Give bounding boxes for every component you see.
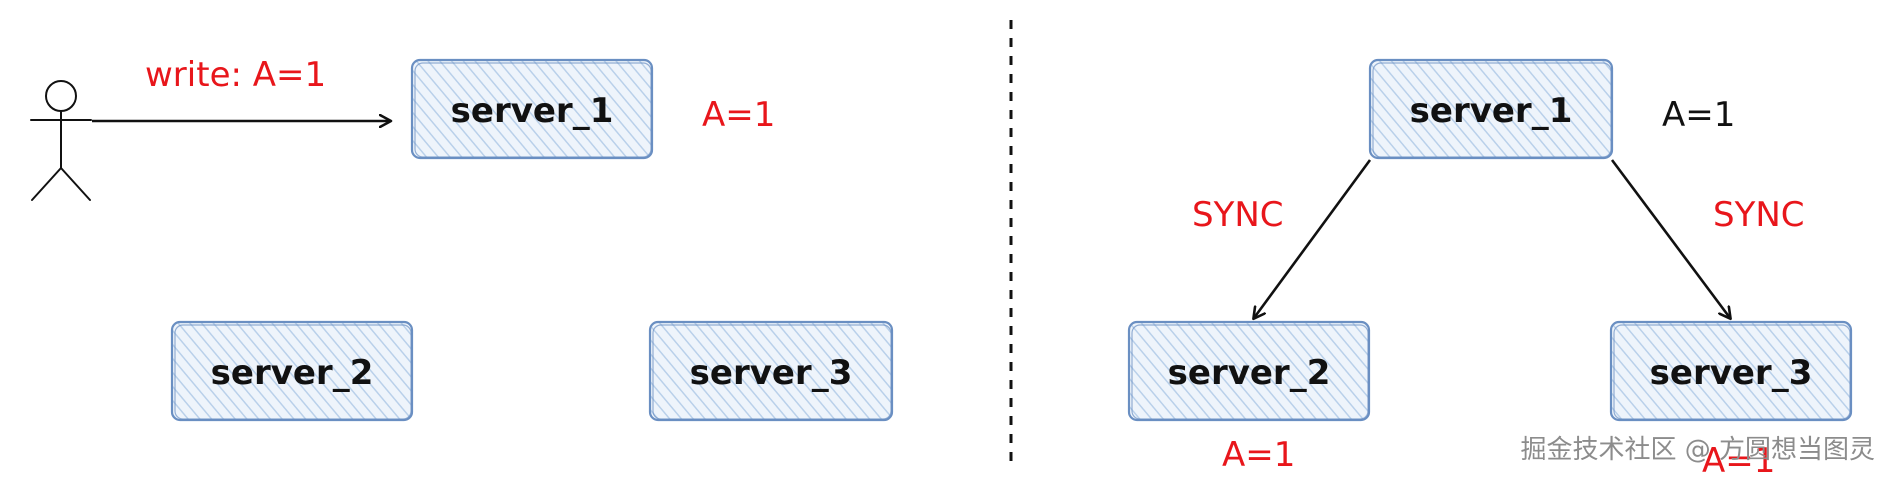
right-server-1-label: server_1: [1410, 91, 1573, 131]
sync-label-right: SYNC: [1713, 195, 1805, 235]
right-server-2-box: server_2: [1127, 320, 1371, 422]
right-server-3-value: A=1: [1702, 441, 1775, 480]
watermark-text: 掘金技术社区 @ 方圆想当图灵: [1520, 435, 1875, 465]
left-server-2-label: server_2: [211, 353, 374, 393]
sync-label-left: SYNC: [1192, 195, 1284, 235]
right-server-1-box: server_1: [1368, 58, 1614, 160]
left-server-1-label: server_1: [451, 91, 614, 131]
left-server-2-box: server_2: [170, 320, 414, 422]
sync-arrow-left: [1254, 159, 1372, 318]
right-server-2-label: server_2: [1168, 353, 1331, 393]
left-server-1-value: A=1: [702, 95, 775, 135]
right-server-3-box: server_3: [1609, 320, 1853, 422]
left-server-3-label: server_3: [690, 353, 853, 393]
left-server-3-box: server_3: [648, 320, 894, 422]
left-server-1-box: server_1: [410, 58, 654, 160]
right-panel: server_1 A=1 SYNC SYNC server_2 A=1 serv…: [1127, 58, 1853, 480]
left-panel: write: A=1 server_1 A=1 server_2 server_…: [30, 55, 894, 422]
stick-figure-user-icon: [30, 80, 92, 201]
sync-arrow-right: [1610, 159, 1730, 318]
write-label: write: A=1: [145, 55, 326, 95]
right-server-1-value: A=1: [1662, 95, 1735, 135]
right-server-3-label: server_3: [1650, 353, 1813, 393]
right-server-2-value: A=1: [1222, 435, 1295, 475]
